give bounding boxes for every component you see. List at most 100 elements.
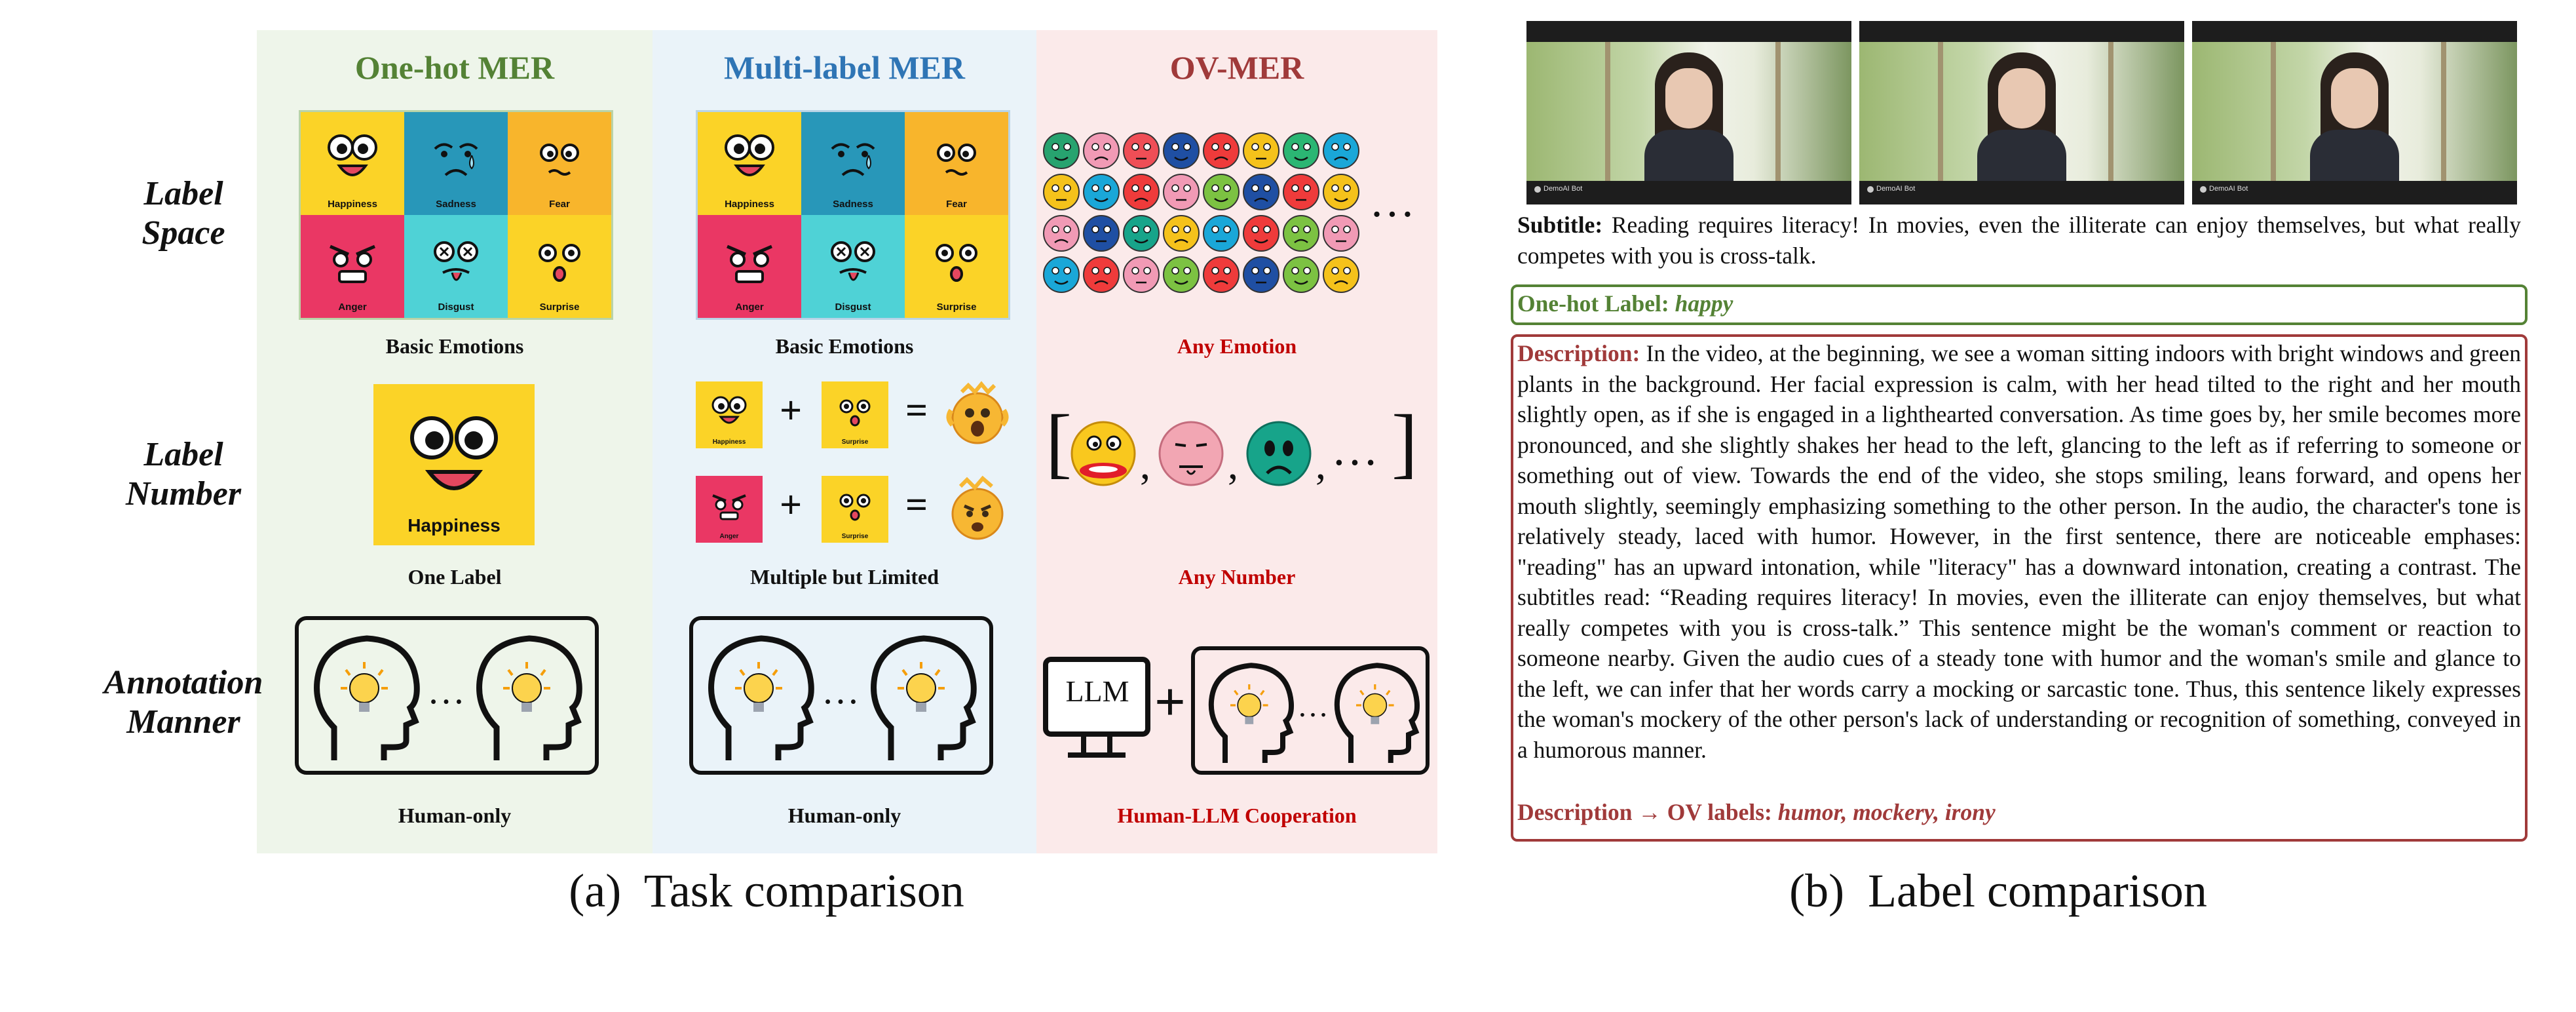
tile-anger: Anger xyxy=(301,215,404,318)
emoji-face-icon xyxy=(1323,174,1359,210)
emoji-face-icon xyxy=(1243,256,1279,293)
close-bracket: ] xyxy=(1392,399,1418,486)
caption-basic-emotions-onehot: Basic Emotions xyxy=(385,334,524,358)
llm-label: LLM xyxy=(1065,674,1129,708)
rowlabel-label-number: Label Number xyxy=(125,436,242,513)
combo-surprise-tile: Surprise xyxy=(822,381,888,448)
tile-sadness: Sadness xyxy=(801,112,905,215)
human-head-lightbulb-icon xyxy=(1208,663,1295,763)
caption-one-label: One Label xyxy=(407,565,502,589)
combo-happiness-tile: Happiness xyxy=(696,381,763,448)
ov-labels-value: humor, mockery, irony xyxy=(1777,799,1996,825)
emotion-grid-onehot: Happiness Sadness Fear Anger Disgust Sur… xyxy=(299,110,613,320)
onehot-label-value: happy xyxy=(1675,290,1733,317)
emoji-face-icon xyxy=(1243,174,1279,210)
wow-emoji-icon xyxy=(946,381,1009,444)
emoji-face-icon xyxy=(1283,215,1319,252)
emoji-face-icon xyxy=(1043,256,1080,293)
emoji-face-icon xyxy=(1283,256,1319,293)
emoji-face-icon xyxy=(1203,215,1240,252)
watermark: DemoAI Bot xyxy=(1867,185,1915,193)
open-bracket: [ xyxy=(1046,399,1072,486)
llm-monitor-icon xyxy=(1043,657,1150,758)
emoji-face-icon xyxy=(1123,256,1160,293)
human-annotators-box-onehot: … xyxy=(295,616,599,775)
ellipsis: … xyxy=(427,669,465,712)
emoji-face-icon xyxy=(1163,256,1200,293)
subtitle-label: Subtitle: xyxy=(1517,212,1603,238)
human-head-lightbulb-icon xyxy=(871,635,977,760)
caption-human-llm-cooperation: Human-LLM Cooperation xyxy=(1117,804,1357,827)
combo-surprise-tile: Surprise xyxy=(822,476,888,543)
tile-surprise: Surprise xyxy=(508,215,611,318)
header-onehot-mer: One-hot MER xyxy=(354,49,555,86)
surprise-face-icon xyxy=(539,244,580,282)
emoji-face-icon xyxy=(1083,256,1120,293)
emoji-face-icon xyxy=(1283,174,1319,210)
tile-disgust: Disgust xyxy=(404,215,508,318)
human-head-lightbulb-icon xyxy=(314,635,420,760)
sad-face-icon xyxy=(831,143,875,176)
onehot-label-line: One-hot Label: happy xyxy=(1517,290,1733,317)
ellipsis: … xyxy=(822,669,860,712)
caption-any-emotion: Any Emotion xyxy=(1177,334,1297,358)
description-box xyxy=(1511,334,2528,842)
header-multilabel-mer: Multi-label MER xyxy=(723,49,966,86)
caption-human-only-onehot: Human-only xyxy=(398,804,512,827)
emoji-face-icon xyxy=(1043,215,1080,252)
emoji-face-icon xyxy=(1163,132,1200,169)
anger-face-icon xyxy=(727,244,772,283)
plus-sign: + xyxy=(780,389,803,432)
fear-face-icon xyxy=(540,144,579,176)
caption-multiple-but-limited: Multiple but Limited xyxy=(749,565,939,589)
comma: , xyxy=(1140,441,1150,488)
surprise-face-icon xyxy=(839,494,871,521)
emoji-face-icon xyxy=(1123,174,1160,210)
human-head-lightbulb-icon xyxy=(1334,663,1420,763)
happy-face-icon xyxy=(725,134,774,176)
tile-disgust: Disgust xyxy=(801,215,905,318)
emoji-face-icon xyxy=(1163,174,1200,210)
single-happiness-tile: Happiness xyxy=(373,384,535,545)
human-head-lightbulb-icon xyxy=(708,635,814,760)
surprise-face-icon xyxy=(839,399,871,427)
emoji-face-icon xyxy=(1203,256,1240,293)
watermark: DemoAI Bot xyxy=(2200,185,2248,193)
emoji-face-icon xyxy=(1163,215,1200,252)
equals-sign: = xyxy=(905,389,928,432)
emotion-grid-multilabel: Happiness Sadness Fear Anger Disgust Sur… xyxy=(696,110,1010,320)
human-annotators-box-ovmer: … xyxy=(1191,646,1430,775)
tile-sadness: Sadness xyxy=(404,112,508,215)
happy-face-icon xyxy=(328,134,377,176)
comma: , xyxy=(1316,441,1326,488)
equals-sign: = xyxy=(905,483,928,526)
video-frame-3: DemoAI Bot xyxy=(2192,21,2517,204)
tile-happiness: Happiness xyxy=(301,112,404,215)
description-label: Description: xyxy=(1517,340,1640,366)
happy-face-icon xyxy=(410,416,498,490)
emoji-face-icon xyxy=(1083,132,1120,169)
emoji-face-icon xyxy=(1203,132,1240,169)
worried-green-emoji-icon xyxy=(1246,421,1312,486)
emoji-face-icon xyxy=(1083,174,1120,210)
what-emoji-icon xyxy=(951,475,1004,540)
emoji-face-icon xyxy=(1243,215,1279,252)
any-emotion-emoji-grid xyxy=(1043,132,1359,293)
emoji-face-icon xyxy=(1083,215,1120,252)
plus-sign: + xyxy=(780,483,803,526)
clown-emoji-icon xyxy=(1070,421,1136,486)
happy-face-icon xyxy=(711,396,747,424)
ellipsis-any-emotion: … xyxy=(1369,176,1418,227)
ellipsis: … xyxy=(1297,689,1329,724)
human-head-lightbulb-icon xyxy=(476,635,582,760)
human-annotators-box-multilabel: … xyxy=(689,616,993,775)
panel-a-caption: (a) Task comparison xyxy=(569,865,964,917)
onehot-label-box xyxy=(1511,284,2528,325)
panel-b-caption: (b) Label comparison xyxy=(1789,865,2207,917)
comma: , xyxy=(1228,441,1238,488)
anger-face-icon xyxy=(712,494,746,520)
emoji-face-icon xyxy=(1203,174,1240,210)
tile-fear: Fear xyxy=(905,112,1008,215)
rowlabel-annotation-manner: Annotation Manner xyxy=(104,664,263,741)
disgust-face-icon xyxy=(434,241,478,281)
